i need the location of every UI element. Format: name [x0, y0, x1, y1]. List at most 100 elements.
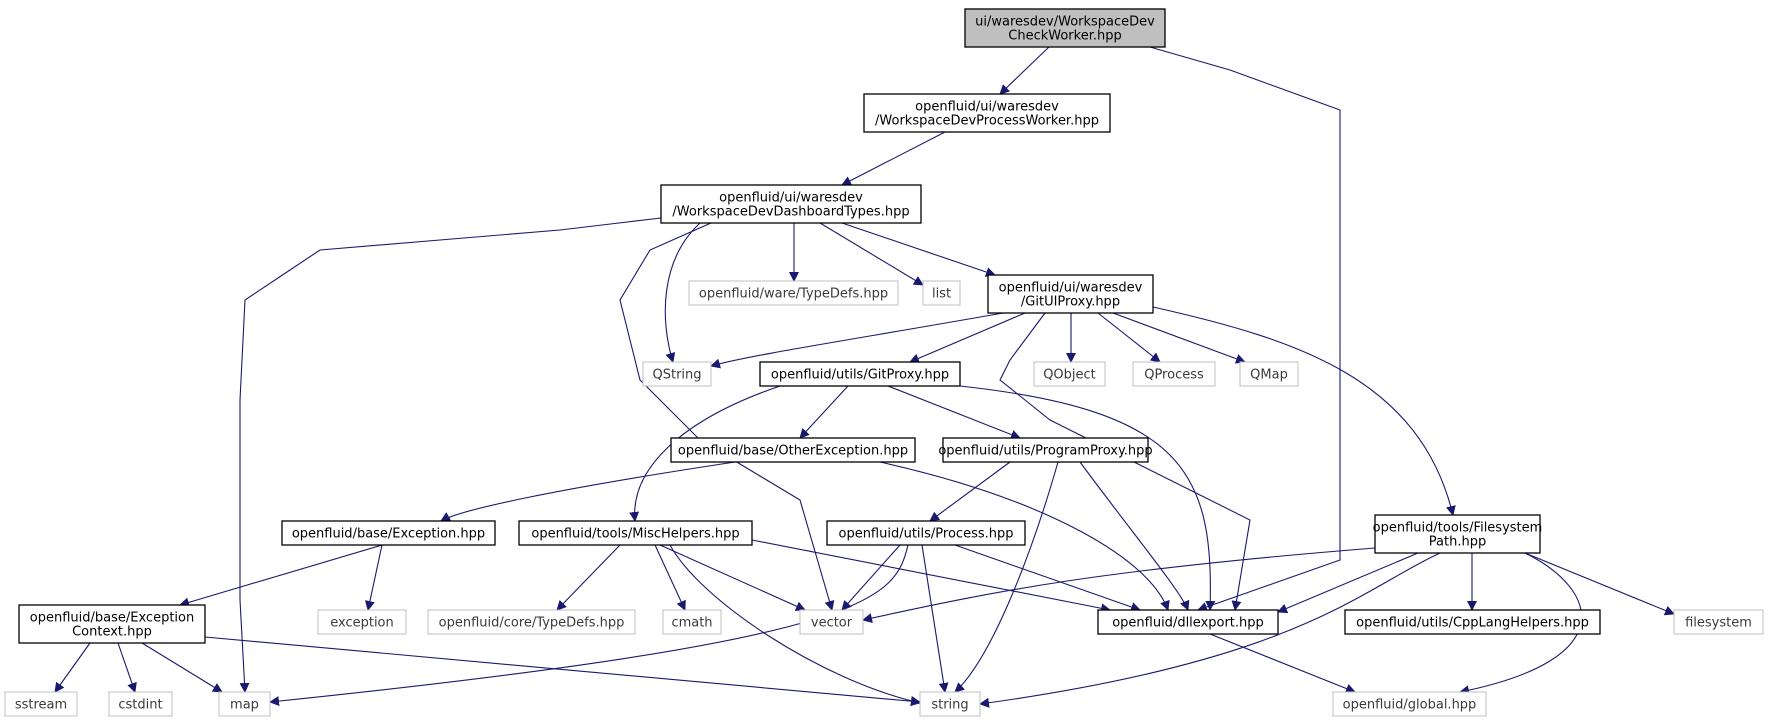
node-box [964, 8, 1166, 48]
node-label: sstream [15, 698, 67, 713]
node-coretypedefs: openfluid/core/TypeDefs.hpp [427, 609, 636, 635]
node-programproxy[interactable]: openfluid/utils/ProgramProxy.hpp [938, 437, 1153, 463]
node-string: string [919, 691, 981, 717]
node-qmap: QMap [1239, 361, 1299, 387]
node-label: openfluid/base/Exception.hpp [292, 527, 485, 542]
edge-programproxy-to-process [929, 461, 1011, 522]
node-box [799, 609, 864, 635]
node-box [670, 437, 916, 463]
node-gitproxy[interactable]: openfluid/utils/GitProxy.hpp [759, 361, 961, 387]
node-sstream: sstream [4, 691, 78, 717]
node-box [281, 520, 496, 546]
node-label: openfluid/utils/GitProxy.hpp [771, 368, 949, 383]
node-filesystem: filesystem [1673, 609, 1764, 635]
node-box [317, 609, 407, 635]
edges-layer [54, 46, 1675, 708]
node-box [1033, 361, 1106, 387]
node-label: /WorkspaceDevProcessWorker.hpp [875, 114, 1099, 129]
node-box [662, 609, 722, 635]
node-box [942, 437, 1149, 463]
node-box [1673, 609, 1764, 635]
node-label: openfluid/tools/MiscHelpers.hpp [531, 527, 739, 542]
edge-process-to-vector [841, 544, 901, 611]
edge-gituiproxy-to-fspath [1152, 306, 1456, 516]
edge-gituiproxy-to-qmap [1112, 312, 1246, 364]
edge-fspath-to-filesystem [1524, 552, 1675, 616]
node-label: openfluid/ui/waresdev [719, 191, 863, 206]
node-processworker[interactable]: openfluid/ui/waresdev/WorkspaceDevProces… [863, 93, 1111, 133]
edge-gitproxy-to-mischelpers [629, 385, 781, 522]
node-box [518, 520, 753, 546]
node-box [919, 691, 981, 717]
node-qstring: QString [642, 361, 712, 387]
node-label: QProcess [1144, 368, 1204, 383]
node-label: openfluid/tools/Filesystem [1373, 521, 1543, 536]
edge-exccontext-to-map [141, 642, 223, 693]
node-box [218, 691, 271, 717]
edge-dllexport-to-global [1209, 633, 1356, 694]
node-box [4, 691, 78, 717]
edge-mischelpers-to-string [669, 544, 921, 706]
edge-exception-to-exceptionstd [365, 544, 383, 611]
node-label: map [230, 698, 259, 713]
node-box [826, 520, 1026, 546]
edge-exccontext-to-cstdint [117, 642, 137, 693]
node-label: cmath [671, 616, 712, 631]
node-gituiproxy[interactable]: openfluid/ui/waresdev/GitUIProxy.hpp [987, 274, 1154, 314]
edge-fspath-to-dllexport [1277, 552, 1419, 614]
node-label: CheckWorker.hpp [1008, 29, 1121, 44]
node-box [1239, 361, 1299, 387]
node-otherexception[interactable]: openfluid/base/OtherException.hpp [670, 437, 916, 463]
edge-exccontext-to-string [204, 636, 921, 707]
edge-exception-to-exccontext [179, 544, 383, 608]
node-box [1344, 609, 1601, 635]
node-label: string [931, 698, 968, 713]
node-cpplang[interactable]: openfluid/utils/CppLangHelpers.hpp [1344, 609, 1601, 635]
node-qobject: QObject [1033, 361, 1106, 387]
node-box [1332, 691, 1487, 717]
node-box [688, 280, 899, 306]
node-box [863, 93, 1111, 133]
node-box [1374, 514, 1541, 554]
node-label: openfluid/ui/waresdev [999, 281, 1143, 296]
node-box [108, 691, 173, 717]
node-qprocess: QProcess [1132, 361, 1216, 387]
edge-dashtypes-to-gituiproxy [841, 222, 996, 277]
edge-dashtypes-to-map [239, 217, 662, 693]
node-box [922, 280, 961, 306]
node-dllexport[interactable]: openfluid/dllexport.hpp [1097, 609, 1279, 635]
node-mischelpers[interactable]: openfluid/tools/MiscHelpers.hpp [518, 520, 753, 546]
node-label: openfluid/base/Exception [30, 611, 194, 626]
edge-otherexception-to-dllexport [879, 461, 1170, 611]
node-box [18, 604, 206, 644]
node-label: QString [652, 368, 701, 383]
node-box [1132, 361, 1216, 387]
node-box [427, 609, 636, 635]
node-map: map [218, 691, 271, 717]
edge-root-to-processworker [999, 46, 1050, 95]
edge-gitproxy-to-otherexception [799, 385, 849, 439]
node-label: openfluid/utils/Process.hpp [838, 527, 1013, 542]
node-label: QMap [1250, 368, 1288, 383]
edge-gitproxy-to-programproxy [887, 385, 1021, 440]
node-dashtypes[interactable]: openfluid/ui/waresdev/WorkspaceDevDashbo… [660, 184, 922, 224]
edge-mischelpers-to-vector [659, 544, 806, 611]
edge-process-to-dllexport [954, 544, 1141, 612]
node-label: list [932, 287, 951, 302]
edge-dashtypes-to-vector [619, 222, 835, 611]
node-exception[interactable]: openfluid/base/Exception.hpp [281, 520, 496, 546]
node-label: openfluid/ui/waresdev [915, 100, 1059, 115]
node-global: openfluid/global.hpp [1332, 691, 1487, 717]
edge-gitproxy-to-dllexport [959, 385, 1216, 611]
node-label: openfluid/utils/ProgramProxy.hpp [938, 444, 1152, 459]
node-label: openfluid/global.hpp [1343, 698, 1477, 713]
node-label: openfluid/utils/CppLangHelpers.hpp [1356, 616, 1589, 631]
node-box [987, 274, 1154, 314]
node-process[interactable]: openfluid/utils/Process.hpp [826, 520, 1026, 546]
edge-fspath-to-string [979, 552, 1441, 708]
node-label: exception [330, 616, 394, 631]
